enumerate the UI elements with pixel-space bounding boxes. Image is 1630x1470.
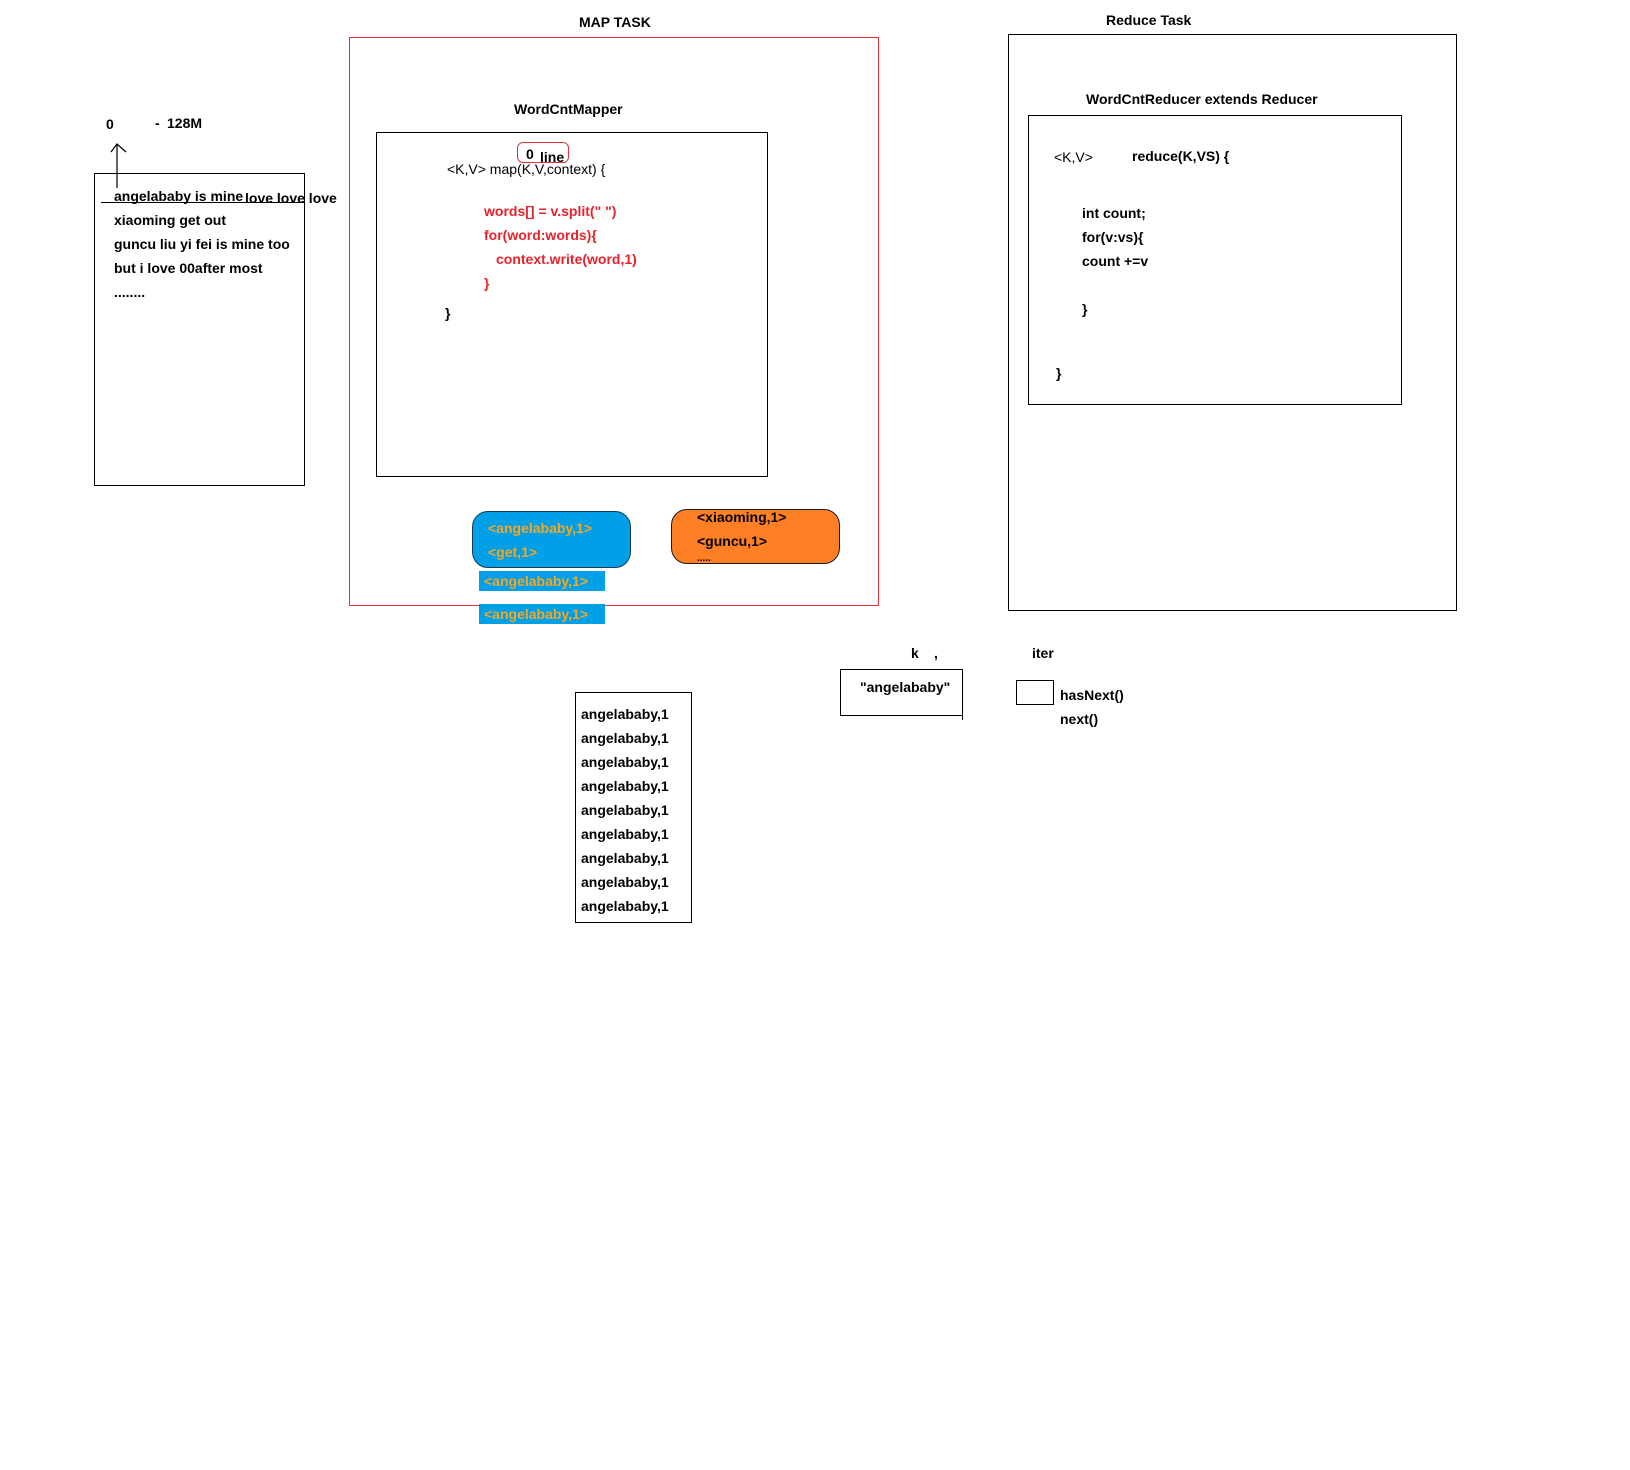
reducer-code-box [1028, 115, 1402, 405]
split-overflow-text: love love love [245, 190, 337, 206]
split-record-divider [101, 202, 305, 203]
reduce-code-close: } [1056, 365, 1062, 381]
grouped-item-4: angelababy,1 [581, 778, 669, 794]
reduce-task-title: Reduce Task [1106, 12, 1192, 28]
map-code-close: } [445, 305, 451, 321]
grouped-item-6: angelababy,1 [581, 826, 669, 842]
line-label: line [540, 149, 565, 165]
map-task-title: MAP TASK [579, 14, 651, 30]
offset-badge-value: 0 [526, 146, 534, 162]
key-value: "angelababy" [860, 679, 951, 695]
iter-box [1016, 680, 1054, 705]
orange-pill-item-2: <guncu,1> [697, 533, 768, 549]
reduce-kv: <K,V> [1054, 149, 1093, 165]
reduce-code-line-1: int count; [1082, 205, 1146, 221]
orange-pill-item-1: <xiaoming,1> [697, 509, 787, 525]
reducer-title: WordCntReducer extends Reducer [1086, 91, 1318, 107]
blue-bar-1-text: <angelababy,1> [484, 573, 589, 589]
split-line-2: xiaoming get out [114, 212, 226, 228]
blue-pill-item-1: <angelababy,1> [488, 520, 593, 536]
split-end-label: 128M [167, 115, 203, 131]
orange-pill-item-3: ..... [697, 553, 711, 564]
reduce-signature: reduce(K,VS) { [1132, 148, 1230, 164]
blue-bar-2 [479, 604, 605, 624]
reduce-code-line-3: count +=v [1082, 253, 1149, 269]
grouped-item-5: angelababy,1 [581, 802, 669, 818]
mapper-code-box [376, 132, 768, 477]
split-line-1: angelababy is mine [114, 188, 244, 204]
grouped-item-3: angelababy,1 [581, 754, 669, 770]
map-code-line-1: words[] = v.split(" ") [484, 203, 617, 219]
iter-label: iter [1032, 645, 1054, 661]
grouped-item-9: angelababy,1 [581, 898, 669, 914]
grouped-item-1: angelababy,1 [581, 706, 669, 722]
key-comma: , [934, 645, 938, 661]
blue-bar-2-text: <angelababy,1> [484, 606, 589, 622]
reduce-code-line-4: } [1082, 301, 1088, 317]
split-line-4: but i love 00after most [114, 260, 263, 276]
split-line-3: guncu liu yi fei is mine too [114, 236, 290, 252]
split-start-label: 0 [106, 116, 114, 132]
iter-has-next: hasNext() [1060, 687, 1124, 703]
map-signature: <K,V> map(K,V,context) { [447, 161, 606, 177]
grouped-list-box [575, 692, 692, 923]
mapper-title: WordCntMapper [514, 101, 623, 117]
reduce-task-box [1008, 34, 1457, 611]
split-line-5: ........ [114, 284, 146, 300]
map-task-box [349, 37, 879, 606]
blue-bar-1 [479, 571, 605, 591]
reduce-code-line-2: for(v:vs){ [1082, 229, 1144, 245]
grouped-item-2: angelababy,1 [581, 730, 669, 746]
key-label: k [911, 645, 919, 661]
map-code-line-2: for(word:words){ [484, 227, 597, 243]
key-box [840, 669, 963, 716]
grouped-item-8: angelababy,1 [581, 874, 669, 890]
offset-badge [517, 142, 569, 163]
map-output-orange-pill [671, 509, 840, 564]
iter-next: next() [1060, 711, 1099, 727]
map-code-line-3: context.write(word,1) [496, 251, 637, 267]
blue-pill-item-2: <get,1> [488, 544, 538, 560]
map-code-line-4: } [484, 275, 490, 291]
map-output-blue-pill [472, 511, 631, 568]
key-box-right-edge [962, 669, 963, 720]
input-split-box [94, 173, 305, 486]
split-dash: - [155, 115, 160, 131]
up-arrow-icon [110, 143, 127, 188]
grouped-item-7: angelababy,1 [581, 850, 669, 866]
